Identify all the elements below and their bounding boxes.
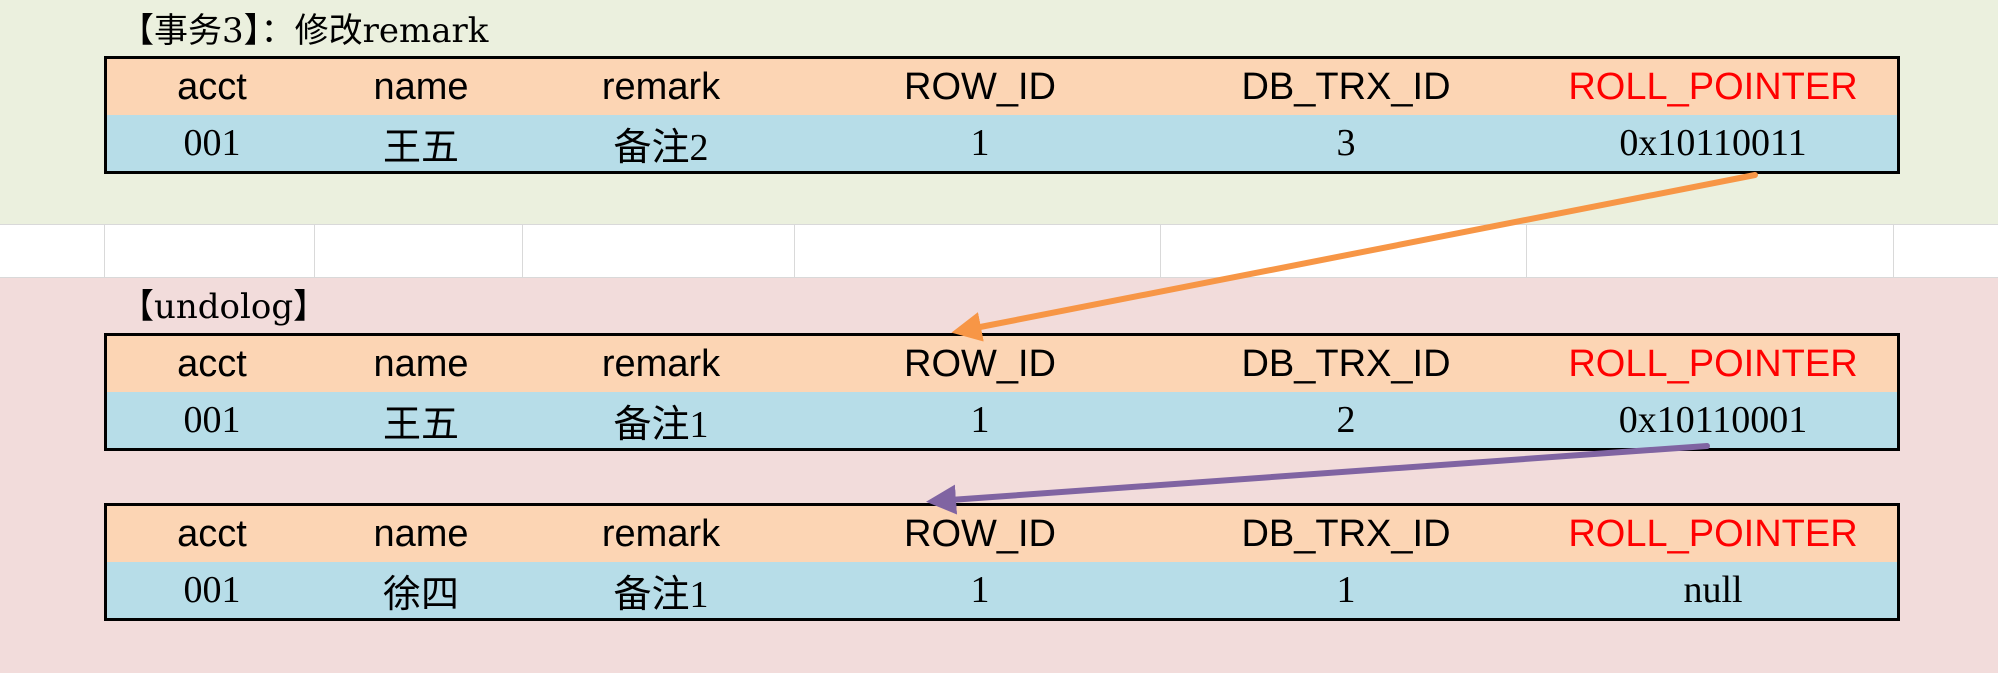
grid-line bbox=[0, 224, 1998, 225]
header-name: name bbox=[317, 334, 525, 392]
cell-db-trx-id: 3 bbox=[1163, 115, 1529, 173]
cell-db-trx-id: 1 bbox=[1163, 562, 1529, 620]
grid-line bbox=[104, 224, 105, 277]
section-title-undolog: 【undolog】 bbox=[120, 287, 328, 327]
header-roll-pointer: ROLL_POINTER bbox=[1529, 57, 1899, 115]
header-acct: acct bbox=[105, 334, 317, 392]
cell-acct: 001 bbox=[105, 115, 317, 173]
cell-acct: 001 bbox=[105, 392, 317, 450]
grid-line bbox=[1526, 224, 1527, 277]
cell-roll-pointer: 0x10110001 bbox=[1529, 392, 1899, 450]
cell-roll-pointer: null bbox=[1529, 562, 1899, 620]
header-remark: remark bbox=[525, 334, 797, 392]
record-table-current: acct name remark ROW_ID DB_TRX_ID ROLL_P… bbox=[104, 56, 1900, 174]
cell-remark: 备注2 bbox=[525, 115, 797, 173]
cell-roll-pointer: 0x10110011 bbox=[1529, 115, 1899, 173]
cell-row-id: 1 bbox=[797, 392, 1163, 450]
grid-line bbox=[314, 224, 315, 277]
cell-acct: 001 bbox=[105, 562, 317, 620]
table-header-row: acct name remark ROW_ID DB_TRX_ID ROLL_P… bbox=[105, 334, 1899, 392]
table-header-row: acct name remark ROW_ID DB_TRX_ID ROLL_P… bbox=[105, 504, 1899, 562]
header-name: name bbox=[317, 504, 525, 562]
cell-remark: 备注1 bbox=[525, 562, 797, 620]
table-row: 001 王五 备注1 1 2 0x10110001 bbox=[105, 392, 1899, 450]
record-table-undolog-2: acct name remark ROW_ID DB_TRX_ID ROLL_P… bbox=[104, 503, 1900, 621]
header-acct: acct bbox=[105, 504, 317, 562]
spreadsheet-gap-row bbox=[0, 224, 1998, 277]
record-table-undolog-1: acct name remark ROW_ID DB_TRX_ID ROLL_P… bbox=[104, 333, 1900, 451]
header-roll-pointer: ROLL_POINTER bbox=[1529, 504, 1899, 562]
header-db-trx-id: DB_TRX_ID bbox=[1163, 57, 1529, 115]
table-header-row: acct name remark ROW_ID DB_TRX_ID ROLL_P… bbox=[105, 57, 1899, 115]
grid-line bbox=[522, 224, 523, 277]
header-row-id: ROW_ID bbox=[797, 334, 1163, 392]
cell-name: 徐四 bbox=[317, 562, 525, 620]
header-name: name bbox=[317, 57, 525, 115]
header-remark: remark bbox=[525, 57, 797, 115]
header-acct: acct bbox=[105, 57, 317, 115]
table-row: 001 徐四 备注1 1 1 null bbox=[105, 562, 1899, 620]
cell-row-id: 1 bbox=[797, 115, 1163, 173]
section-title-transaction3: 【事务3】：修改remark bbox=[120, 11, 489, 51]
table-row: 001 王五 备注2 1 3 0x10110011 bbox=[105, 115, 1899, 173]
cell-db-trx-id: 2 bbox=[1163, 392, 1529, 450]
cell-name: 王五 bbox=[317, 115, 525, 173]
cell-row-id: 1 bbox=[797, 562, 1163, 620]
cell-remark: 备注1 bbox=[525, 392, 797, 450]
cell-name: 王五 bbox=[317, 392, 525, 450]
grid-line bbox=[1893, 224, 1894, 277]
header-roll-pointer: ROLL_POINTER bbox=[1529, 334, 1899, 392]
header-db-trx-id: DB_TRX_ID bbox=[1163, 334, 1529, 392]
grid-line bbox=[1160, 224, 1161, 277]
header-row-id: ROW_ID bbox=[797, 504, 1163, 562]
header-remark: remark bbox=[525, 504, 797, 562]
grid-line bbox=[794, 224, 795, 277]
grid-line bbox=[0, 277, 1998, 278]
header-row-id: ROW_ID bbox=[797, 57, 1163, 115]
header-db-trx-id: DB_TRX_ID bbox=[1163, 504, 1529, 562]
